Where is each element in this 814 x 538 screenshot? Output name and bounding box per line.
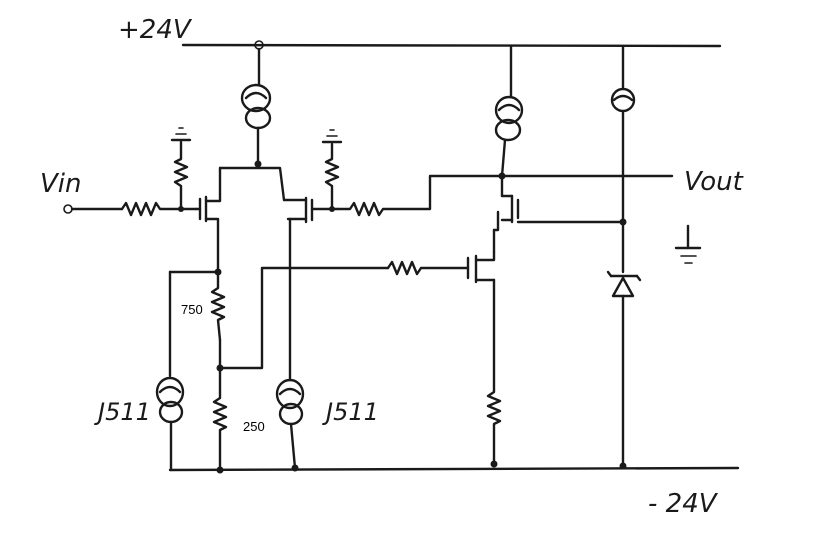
upper-source-resistor-value: 750: [181, 302, 203, 317]
left-input-jfet: [194, 166, 222, 274]
left-j511-current-source: [155, 270, 185, 472]
input-terminal: [63, 204, 124, 214]
left-current-source-label: J511: [94, 398, 151, 426]
zener-bias-branch: [606, 44, 642, 470]
right-diff-jfet: [282, 196, 340, 382]
left-bias-resistor: [170, 127, 192, 212]
output-upper-jfet: [492, 174, 625, 232]
feedback-resistor: [336, 174, 502, 217]
output-lower-mosfet: [466, 228, 502, 468]
negative-supply-rail: [168, 466, 740, 472]
input-resistor: [120, 201, 198, 217]
gate-resistor: [386, 260, 470, 276]
source-network: [168, 266, 390, 474]
right-current-source-label: J511: [322, 398, 379, 426]
negative-rail-label: - 24V: [648, 489, 719, 519]
right-bias-resistor: [321, 129, 343, 212]
positive-rail-label: +24V: [118, 15, 193, 45]
positive-supply-rail: [181, 43, 722, 48]
ground-icon: [674, 224, 702, 264]
top-current-source: [240, 40, 272, 168]
output-current-source: [494, 44, 524, 180]
output-label: Vout: [684, 167, 744, 197]
right-j511-current-source: [275, 378, 305, 472]
lower-source-resistor-value: 250: [243, 419, 265, 434]
diff-pair-top-link: [218, 166, 286, 202]
input-label: Vin: [40, 169, 82, 199]
